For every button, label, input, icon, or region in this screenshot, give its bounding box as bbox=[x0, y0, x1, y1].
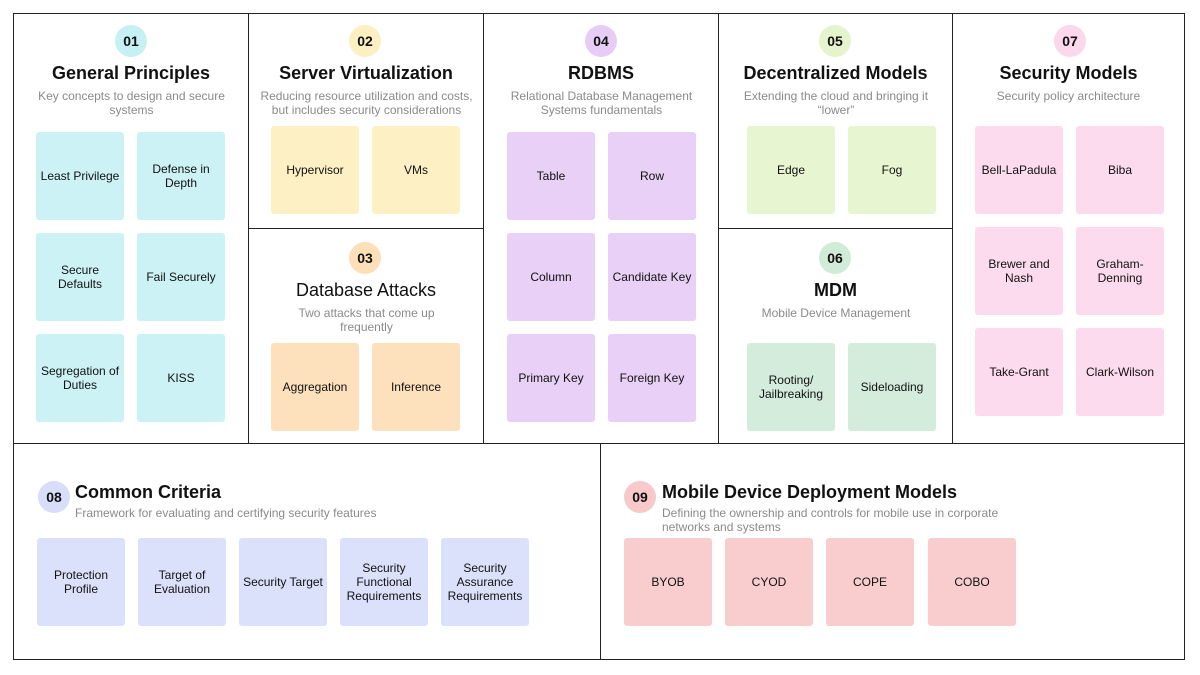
concept-card: VMs bbox=[372, 126, 460, 214]
section-number-badge: 01 bbox=[115, 25, 147, 57]
concept-card: Target of Evaluation bbox=[138, 538, 226, 626]
concept-card: Defense in Depth bbox=[137, 132, 225, 220]
concept-card: Security Functional Requirements bbox=[340, 538, 428, 626]
section-rdbms: 04 RDBMS Relational Database Management … bbox=[484, 14, 719, 444]
section-number-badge: 03 bbox=[349, 242, 381, 274]
section-title: Security Models bbox=[999, 63, 1138, 83]
section-subtitle: Key concepts to design and secure system… bbox=[38, 89, 225, 117]
concept-card: Table bbox=[507, 132, 595, 220]
section-subtitle: Security policy architecture bbox=[996, 89, 1141, 103]
section-server-virtualization: 02 Server Virtualization Reducing resour… bbox=[249, 14, 484, 229]
concept-card: Security Assurance Requirements bbox=[441, 538, 529, 626]
concept-card: Foreign Key bbox=[608, 334, 696, 422]
concept-card: Bell-LaPadula bbox=[975, 126, 1063, 214]
concept-card: Secure Defaults bbox=[36, 233, 124, 321]
concept-card: Brewer and Nash bbox=[975, 227, 1063, 315]
section-general-principles: 01 General Principles Key concepts to de… bbox=[14, 14, 249, 444]
section-security-models: 07 Security Models Security policy archi… bbox=[953, 14, 1184, 444]
diagram-board: 01 General Principles Key concepts to de… bbox=[13, 13, 1185, 660]
concept-card: CYOD bbox=[725, 538, 813, 626]
concept-card: Segregation of Duties bbox=[36, 334, 124, 422]
section-title: Server Virtualization bbox=[279, 63, 453, 83]
section-subtitle: Relational Database Management Systems f… bbox=[510, 89, 693, 117]
concept-card: Least Privilege bbox=[36, 132, 124, 220]
section-title: General Principles bbox=[51, 63, 211, 83]
concept-card: Fail Securely bbox=[137, 233, 225, 321]
section-number-badge: 07 bbox=[1054, 25, 1086, 57]
section-database-attacks: 03 Database Attacks Two attacks that com… bbox=[249, 229, 484, 444]
concept-card: Row bbox=[608, 132, 696, 220]
concept-card: Inference bbox=[372, 343, 460, 431]
section-subtitle: Defining the ownership and controls for … bbox=[662, 506, 999, 534]
concept-card: COBO bbox=[928, 538, 1016, 626]
section-decentralized-models: 05 Decentralized Models Extending the cl… bbox=[719, 14, 953, 229]
concept-card: Sideloading bbox=[848, 343, 936, 431]
concept-card: COPE bbox=[826, 538, 914, 626]
section-title: Database Attacks bbox=[295, 280, 437, 300]
section-mdm: 06 MDM Mobile Device Management Rooting/… bbox=[719, 229, 953, 444]
section-number-badge: 02 bbox=[349, 25, 381, 57]
concept-card: BYOB bbox=[624, 538, 712, 626]
concept-card: Protection Profile bbox=[37, 538, 125, 626]
section-title: MDM bbox=[814, 280, 857, 300]
section-title: RDBMS bbox=[568, 63, 634, 83]
section-number-badge: 04 bbox=[585, 25, 617, 57]
section-common-criteria: 08 Common Criteria Framework for evaluat… bbox=[14, 444, 601, 659]
section-title: Common Criteria bbox=[75, 482, 222, 502]
concept-card: Biba bbox=[1076, 126, 1164, 214]
concept-card: Column bbox=[507, 233, 595, 321]
concept-card: Take-Grant bbox=[975, 328, 1063, 416]
section-number-badge: 06 bbox=[819, 242, 851, 274]
concept-card: Fog bbox=[848, 126, 936, 214]
concept-card: Graham-Denning bbox=[1076, 227, 1164, 315]
concept-card: Candidate Key bbox=[608, 233, 696, 321]
section-number-badge: 08 bbox=[38, 481, 70, 513]
concept-card: Primary Key bbox=[507, 334, 595, 422]
concept-card: Edge bbox=[747, 126, 835, 214]
section-subtitle: Mobile Device Management bbox=[761, 306, 911, 320]
concept-card: Security Target bbox=[239, 538, 327, 626]
section-subtitle: Reducing resource utilization and costs,… bbox=[260, 89, 473, 117]
section-subtitle: Two attacks that come up frequently bbox=[298, 306, 435, 334]
concept-card: Clark-Wilson bbox=[1076, 328, 1164, 416]
concept-card: Rooting/ Jailbreaking bbox=[747, 343, 835, 431]
concept-card: KISS bbox=[137, 334, 225, 422]
section-title: Decentralized Models bbox=[743, 63, 928, 83]
concept-card: Aggregation bbox=[271, 343, 359, 431]
concept-card: Hypervisor bbox=[271, 126, 359, 214]
section-number-badge: 09 bbox=[624, 481, 656, 513]
section-number-badge: 05 bbox=[819, 25, 851, 57]
section-subtitle: Extending the cloud and bringing it “low… bbox=[743, 89, 929, 117]
section-subtitle: Framework for evaluating and certifying … bbox=[75, 506, 377, 520]
section-mobile-deployment-models: 09 Mobile Device Deployment Models Defin… bbox=[601, 444, 1184, 659]
section-title: Mobile Device Deployment Models bbox=[662, 482, 958, 502]
